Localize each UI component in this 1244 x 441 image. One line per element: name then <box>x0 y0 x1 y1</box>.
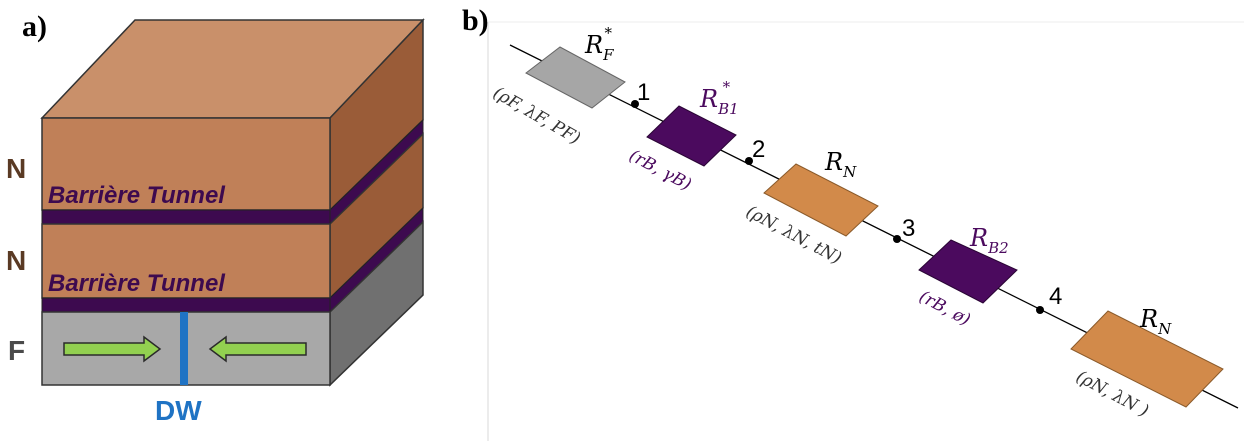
barrier-label-1: Barrière Tunnel <box>48 182 226 209</box>
node-4-dot <box>1036 306 1044 314</box>
resistor-rf-block <box>525 46 626 109</box>
barrier-label-2: Barrière Tunnel <box>48 270 226 297</box>
node-4-label: 4 <box>1049 283 1062 310</box>
resistor-rn1-label: RN <box>824 148 857 181</box>
node-2-label: 2 <box>752 136 765 163</box>
node-2-dot <box>745 157 753 165</box>
front-middle-n-layer <box>41 223 331 299</box>
magnetization-arrow-right-icon <box>63 335 162 363</box>
panel-b-label: b) <box>462 4 489 37</box>
panel-b: b) RF* (ρF, λF, PF) 1 RB1* (rB, γB) 2 RN… <box>462 4 1244 441</box>
resistor-rb2-block <box>918 239 1018 304</box>
front-top-n-layer <box>41 117 331 211</box>
domain-wall-label: DW <box>155 395 202 426</box>
resistor-rf-label: RF* <box>584 24 614 64</box>
resistor-rn2-label: RN <box>1139 305 1172 338</box>
front-barrier-2 <box>41 297 331 313</box>
resistor-rb1-label: RB1* <box>699 78 739 118</box>
layer-letter-middle-n: N <box>6 245 26 276</box>
resistor-rn1-block <box>763 163 879 237</box>
panel-a: a) Barrière Tunnel Barrière Tunnel N N F… <box>6 10 425 426</box>
magnetization-arrow-left-icon <box>208 335 307 363</box>
resistor-rb2-label: RB2 <box>969 224 1009 257</box>
domain-wall-line <box>180 312 188 385</box>
node-1-label: 1 <box>637 79 650 106</box>
node-3-label: 3 <box>902 215 915 242</box>
front-barrier-1 <box>41 209 331 225</box>
node-3-dot <box>893 235 901 243</box>
layer-letter-ferro: F <box>8 335 25 366</box>
resistor-rb1-block <box>646 105 737 167</box>
resistor-rn2-block <box>1070 310 1224 408</box>
node-1-dot <box>631 100 639 108</box>
panel-a-label: a) <box>22 10 47 43</box>
layer-letter-top-n: N <box>6 153 26 184</box>
